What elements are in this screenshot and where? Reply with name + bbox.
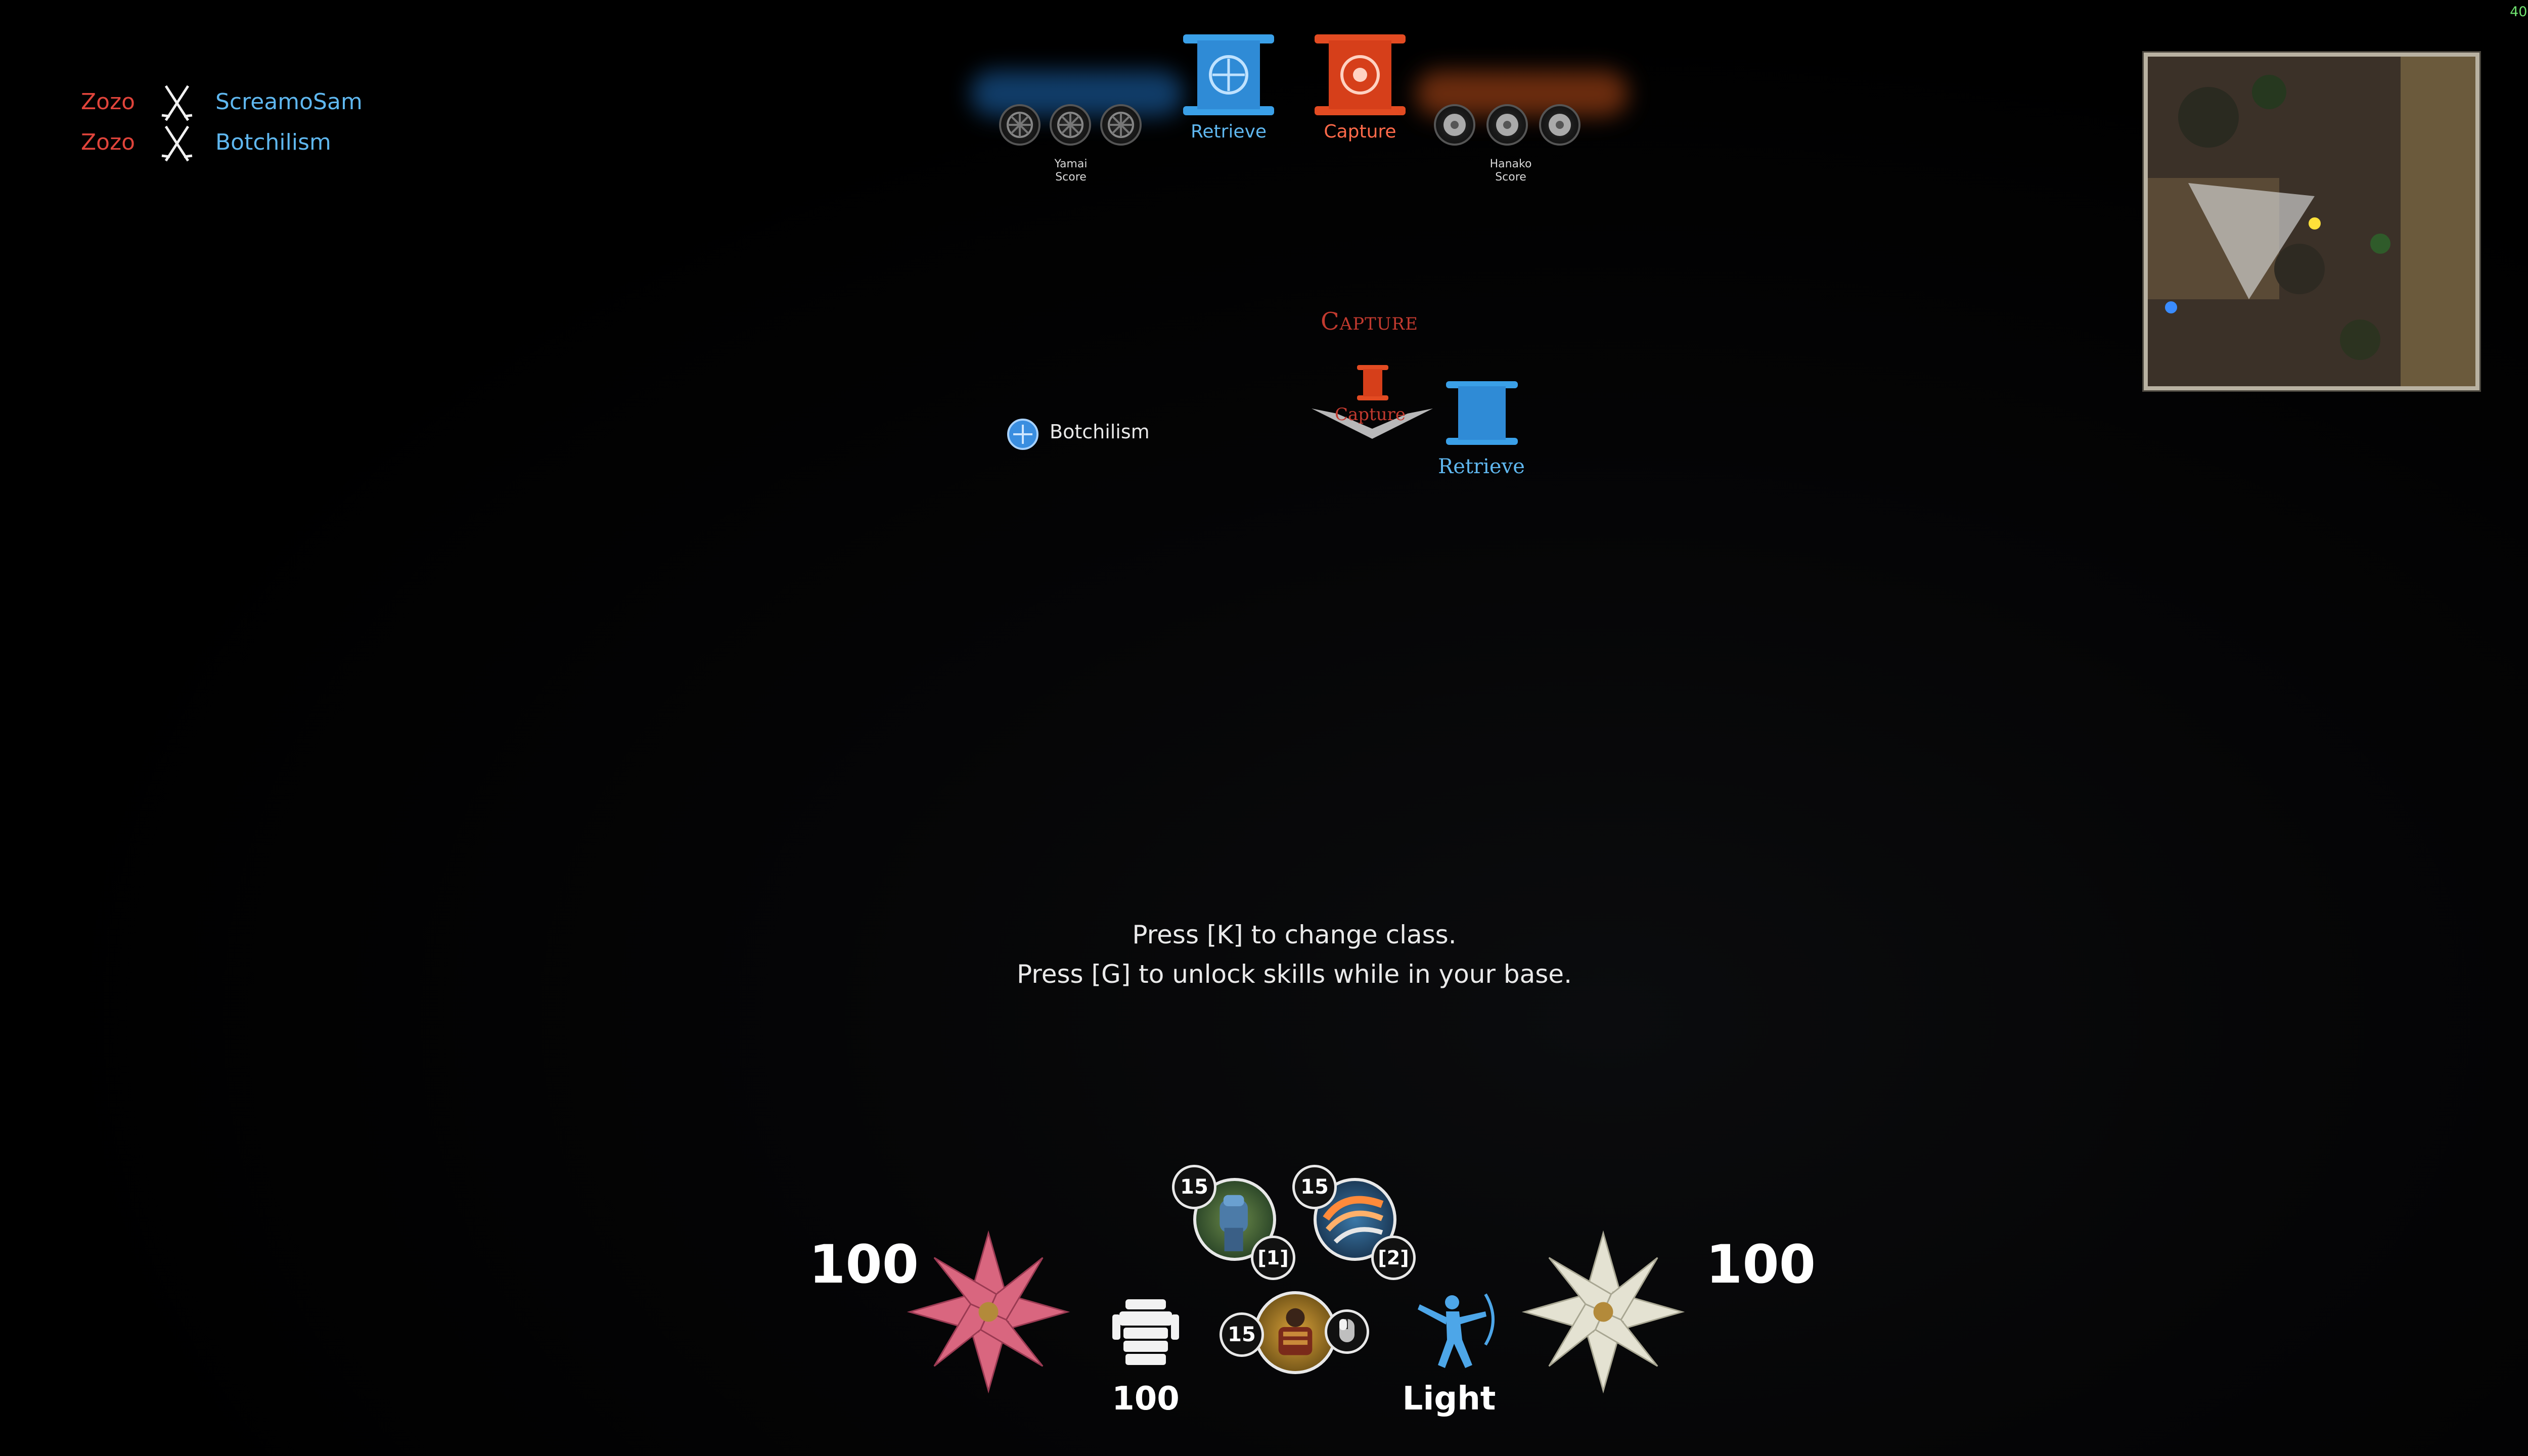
- capture-world-label: Capture: [1335, 404, 1406, 425]
- red-lotus-health-icon: [890, 1213, 1087, 1410]
- score-token-icon: [1434, 104, 1475, 146]
- team-name: Hanako: [1489, 158, 1532, 170]
- health-value: 100: [809, 1234, 919, 1295]
- retrieve-world-label: Retrieve: [1438, 455, 1525, 478]
- player-position-icon: [2309, 217, 2321, 230]
- score-token-icon: [1100, 104, 1142, 146]
- player-marker-label: Botchilism: [1050, 421, 1150, 443]
- score-token-icon: [1050, 104, 1091, 146]
- killer-name: Zozo: [81, 89, 136, 115]
- killfeed-entry: Zozo Botchilism: [81, 123, 435, 164]
- score-token-icon: [1486, 104, 1528, 146]
- ally-position-icon: [2165, 301, 2177, 313]
- killer-name: Zozo: [81, 129, 136, 155]
- victim-name: ScreamoSam: [215, 89, 363, 115]
- team-score-label: Yamai Score: [1035, 158, 1106, 184]
- skill-slot-3[interactable]: [1254, 1291, 1337, 1374]
- team-score-label: Hanako Score: [1475, 158, 1546, 184]
- hint-unlock-skills: Press [G] to unlock skills while in your…: [1017, 960, 1572, 989]
- skill-2-key: [2]: [1371, 1236, 1416, 1280]
- skill-1-cooldown: 15: [1172, 1165, 1216, 1209]
- capture-label: Capture: [1324, 121, 1396, 142]
- crossed-swords-icon: [161, 85, 193, 121]
- skill-1-key: [1]: [1251, 1236, 1295, 1280]
- right-team-score: Hanako Score: [1416, 51, 1628, 184]
- minimap-terrain: [2148, 57, 2475, 386]
- skill-3-cooldown: 15: [1220, 1312, 1264, 1357]
- capture-objective-title: Capture: [1321, 307, 1418, 336]
- score-word: Score: [1495, 171, 1526, 184]
- light-class-archer-icon: [1410, 1289, 1496, 1380]
- team-name: Yamai: [1054, 158, 1088, 170]
- capture-objective: Capture: [1310, 30, 1411, 142]
- red-scroll-icon: [1315, 34, 1406, 115]
- skill-2-cooldown: 15: [1292, 1165, 1337, 1209]
- armor-icon: [1110, 1294, 1181, 1380]
- score-word: Score: [1055, 171, 1087, 184]
- fist-icon: [1220, 1195, 1248, 1252]
- samurai-icon: [1278, 1308, 1313, 1355]
- retrieve-label: Retrieve: [1190, 121, 1267, 142]
- left-team-score: Yamai Score: [971, 51, 1183, 184]
- capture-scroll-world-icon: [1355, 363, 1390, 403]
- retrieve-scroll-world-icon: [1444, 378, 1520, 449]
- mouse-button-icon: [1325, 1309, 1369, 1354]
- fps-counter: 40 FPS: [2510, 4, 2528, 20]
- score-token-icon: [1539, 104, 1581, 146]
- minimap[interactable]: [2142, 51, 2481, 392]
- blue-scroll-icon: [1183, 34, 1274, 115]
- capture-arrow-icon: [1306, 393, 1438, 449]
- class-name: Light: [1402, 1380, 1496, 1418]
- score-token-icon: [999, 104, 1041, 146]
- crossed-swords-icon: [161, 125, 193, 162]
- retrieve-objective: Retrieve: [1178, 30, 1279, 142]
- white-lotus-stamina-icon: [1505, 1213, 1702, 1410]
- hint-change-class: Press [K] to change class.: [1132, 920, 1457, 949]
- wave-slash-icon: [1323, 1196, 1384, 1244]
- armor-value: 100: [1112, 1380, 1180, 1418]
- killfeed-entry: Zozo ScreamoSam: [81, 83, 435, 123]
- player-marker-icon: [1006, 418, 1040, 451]
- victim-name: Botchilism: [215, 129, 331, 155]
- stamina-value: 100: [1706, 1234, 1816, 1295]
